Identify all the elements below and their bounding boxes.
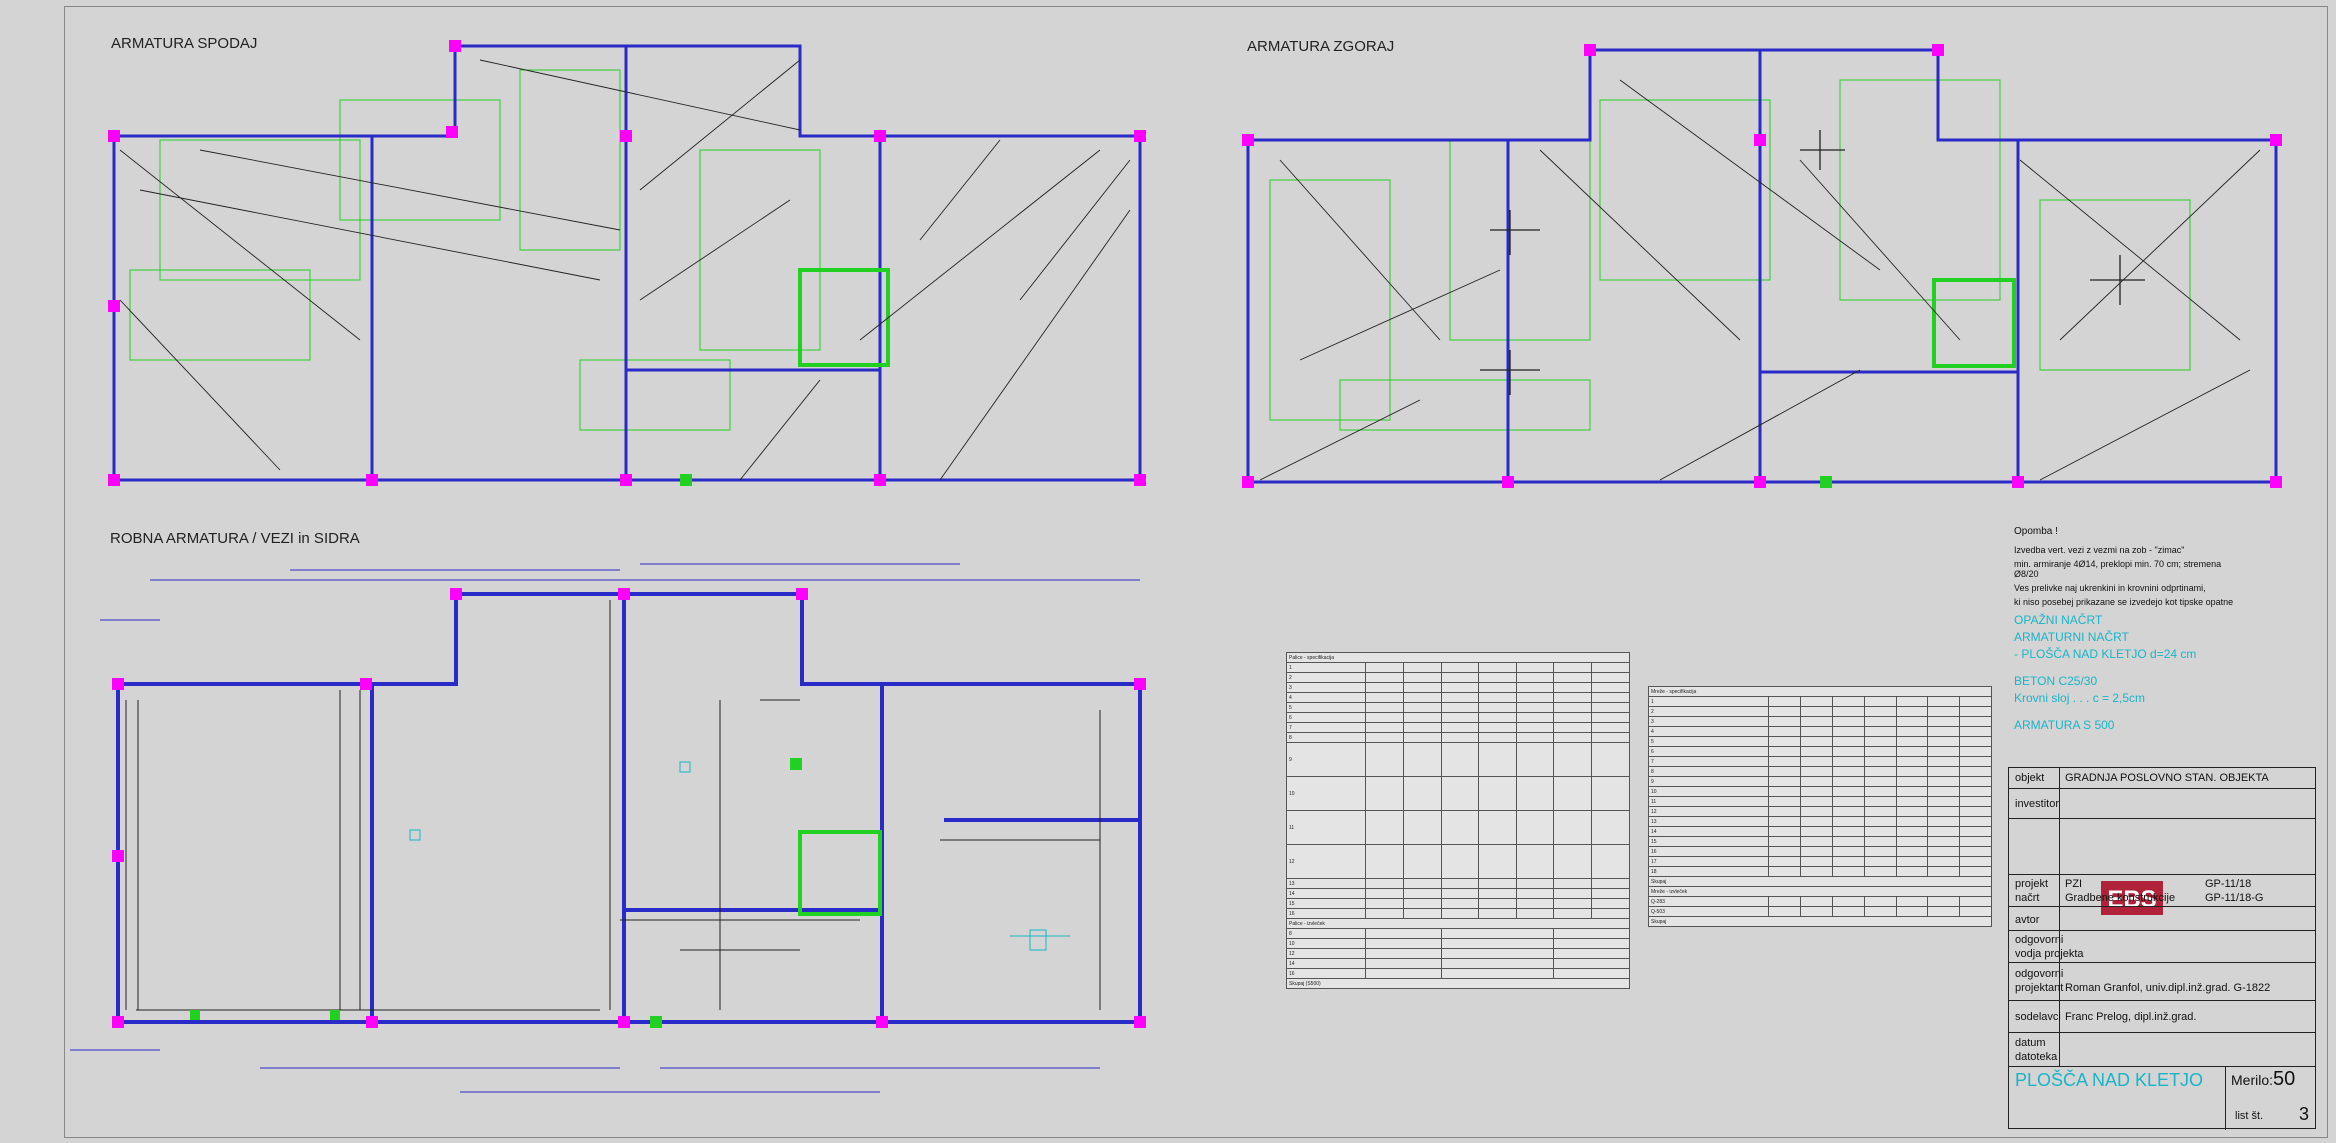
projekt-code: GP-11/18 — [2205, 878, 2252, 890]
notes-line: ki niso posebej prikazane se izvedejo ko… — [2014, 597, 2234, 607]
notes-block: Opomba ! Izvedba vert. vezi z vezmi na z… — [2014, 526, 2244, 611]
mesh-specification-table: Mreže - specifikacija 1 2 3 4 5 6 7 8 9 … — [1647, 686, 1992, 927]
mesh-summary-total: Skupaj — [1648, 916, 1992, 927]
table-row: 12 — [1285, 844, 1630, 879]
drawing-sheet — [64, 6, 2328, 1138]
vodja-label-1: odgovorni — [2015, 934, 2064, 946]
drawing-title: PLOŠČA NAD KLETJO — [2015, 1070, 2204, 1090]
notes-line: Ves prelivke naj ukrenkini in krovnini o… — [2014, 583, 2206, 593]
sheet-number-label: list št. — [2235, 1110, 2264, 1122]
mesh-summary-title: Mreže - izvleček — [1648, 886, 1992, 897]
table-row: 11 — [1285, 810, 1630, 845]
datoteka-label: datoteka — [2015, 1051, 2058, 1063]
table-row: 8 — [1285, 732, 1630, 743]
table-row: 6 — [1647, 746, 1992, 757]
plan-top-rebar — [1242, 44, 2282, 488]
logo-text: EBS — [2107, 886, 2156, 913]
bar-spec-title: Palice - specifikacija — [1286, 652, 1630, 663]
table-row: 10 — [1647, 786, 1992, 797]
table-row: 3 — [1285, 682, 1630, 693]
bar-summary-title: Palice - izvleček — [1286, 918, 1630, 929]
objekt-label: objekt — [2015, 772, 2045, 784]
drawing-info-line: ARMATURA S 500 — [2014, 718, 2115, 732]
projektant-label-2: projektant — [2015, 982, 2064, 994]
table-row: 8 — [1647, 766, 1992, 777]
table-row: 1 — [1647, 696, 1992, 707]
investitor-label: investitor — [2015, 798, 2060, 810]
table-row: 16 — [1285, 908, 1630, 919]
table-row: 11 — [1647, 796, 1992, 807]
table-row: 13 — [1647, 816, 1992, 827]
table-row: 6 — [1285, 712, 1630, 723]
projektant-label-1: odgovorni — [2015, 968, 2064, 980]
table-row: 12 — [1647, 806, 1992, 817]
objekt-value: GRADNJA POSLOVNO STAN. OBJEKTA — [2065, 772, 2269, 784]
table-row: 14 — [1285, 888, 1630, 899]
table-row: 5 — [1647, 736, 1992, 747]
plan-title-bottom-rebar: ARMATURA SPODAJ — [111, 35, 258, 52]
table-row: Q-503 — [1647, 906, 1992, 917]
avtor-label: avtor — [2015, 914, 2040, 926]
table-row: 14 — [1647, 826, 1992, 837]
table-row: 15 — [1285, 898, 1630, 909]
nacrt-code: GP-11/18-G — [2205, 892, 2264, 904]
plan-bottom-rebar — [108, 40, 1146, 486]
table-row: 16 — [1285, 968, 1630, 979]
table-row: 9 — [1285, 742, 1630, 777]
mesh-spec-total: Skupaj — [1648, 876, 1992, 887]
notes-line: min. armiranje 4Ø14, preklopi min. 70 cm… — [2014, 559, 2222, 579]
plan-title-edge-rebar: ROBNA ARMATURA / VEZI in SIDRA — [110, 530, 360, 547]
sodelavci-label: sodelavci — [2015, 1011, 2061, 1023]
table-row: 8 — [1285, 928, 1630, 939]
nacrt-label: načrt — [2015, 892, 2040, 904]
projekt-value: PZI — [2065, 878, 2083, 890]
sodelavci-value: Franc Prelog, dipl.inž.grad. — [2065, 1011, 2197, 1023]
bar-specification-table: Palice - specifikacija 1 2 3 4 5 6 7 8 9… — [1285, 652, 1630, 989]
mesh-spec-title: Mreže - specifikacija — [1648, 686, 1992, 697]
table-row: 15 — [1647, 836, 1992, 847]
table-row: 2 — [1647, 706, 1992, 717]
table-row: 7 — [1647, 756, 1992, 767]
table-row: 12 — [1285, 948, 1630, 959]
nacrt-value: Gradbene konstrukcije — [2065, 892, 2176, 904]
table-row: 5 — [1285, 702, 1630, 713]
table-row: Q-283 — [1647, 896, 1992, 907]
drawing-info-line: Krovni sloj . . . c = 2,5cm — [2014, 691, 2146, 705]
table-row: 7 — [1285, 722, 1630, 733]
table-row: 4 — [1285, 692, 1630, 703]
drawing-info-line: - PLOŠČA NAD KLETJO d=24 cm — [2014, 647, 2197, 661]
drawing-info-line: OPAŽNI NAČRT — [2014, 613, 2103, 627]
ebs-logo-icon: EBS — [2101, 881, 2163, 915]
projekt-label: projekt — [2015, 878, 2049, 890]
projektant-value: Roman Granfol, univ.dipl.inž.grad. G-182… — [2065, 982, 2271, 994]
table-row: 17 — [1647, 856, 1992, 867]
table-row: 3 — [1647, 716, 1992, 727]
drawing-info-line: ARMATURNI NAČRT — [2014, 630, 2129, 644]
bar-summary-total: Skupaj (S500) — [1286, 978, 1630, 989]
table-row: 9 — [1647, 776, 1992, 787]
table-row: 4 — [1647, 726, 1992, 737]
table-row: 1 — [1285, 662, 1630, 673]
table-row: 14 — [1285, 958, 1630, 969]
plan-title-top-rebar: ARMATURA ZGORAJ — [1247, 38, 1395, 55]
scale-field: Merilo:50 — [2231, 1068, 2295, 1091]
table-row: 13 — [1285, 878, 1630, 889]
notes-heading: Opomba ! — [2014, 526, 2058, 537]
plan-edge-rebar — [70, 563, 1146, 1093]
vodja-label-2: vodja projekta — [2015, 948, 2084, 960]
drawing-info-line: BETON C25/30 — [2014, 674, 2098, 688]
table-row: 10 — [1285, 776, 1630, 811]
scale-label: Merilo: — [2231, 1072, 2274, 1088]
table-row: 18 — [1647, 866, 1992, 877]
notes-line: Izvedba vert. vezi z vezmi na zob - "zim… — [2014, 545, 2185, 555]
title-block: objekt GRADNJA POSLOVNO STAN. OBJEKTA in… — [2008, 767, 2316, 1130]
table-row: 10 — [1285, 938, 1630, 949]
table-row: 16 — [1647, 846, 1992, 857]
table-row: 2 — [1285, 672, 1630, 683]
drawing-info: OPAŽNI NAČRT ARMATURNI NAČRT - PLOŠČA NA… — [2014, 612, 2196, 734]
datum-label: datum — [2015, 1037, 2046, 1049]
sheet-number-value: 3 — [2299, 1104, 2310, 1124]
scale-value: 50 — [2273, 1068, 2296, 1090]
